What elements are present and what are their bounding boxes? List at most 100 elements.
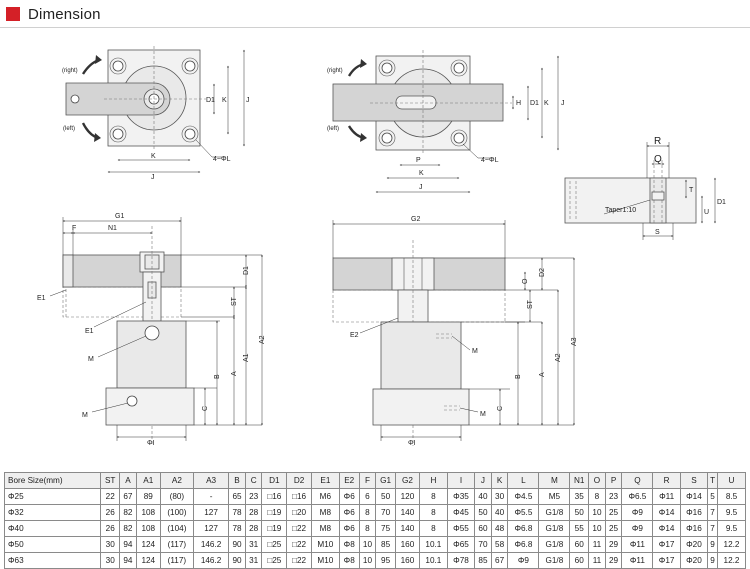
dim-holes-4L: 4~ΦL (481, 157, 499, 164)
header-divider (0, 27, 750, 28)
arm-section (564, 177, 697, 224)
table-cell: G1/8 (538, 520, 571, 537)
table-cell: 29 (604, 552, 623, 569)
rotation-left-label: (left) (63, 126, 75, 132)
side-view-right: G2 E2 M M D2 O ST A3 A2 A B C ΦI (332, 216, 578, 447)
table-cell: 30 (100, 552, 121, 569)
table-cell: □22 (286, 536, 312, 553)
column-header: A3 (192, 472, 230, 489)
table-cell: 70 (474, 536, 492, 553)
table-cell: Φ6.8 (507, 536, 540, 553)
table-cell: 108 (135, 504, 161, 521)
table-cell: 7 (707, 520, 719, 537)
plan-view-left: (right) (left) K J D1 K J 4~ΦL (62, 46, 250, 181)
table-cell: 23 (244, 488, 263, 505)
column-header: K (490, 472, 509, 489)
table-cell: 127 (192, 520, 230, 537)
column-header: R (652, 472, 681, 489)
table-cell: 85 (375, 536, 396, 553)
column-header: G2 (394, 472, 420, 489)
table-cell: 23 (604, 488, 623, 505)
table-cell: 65 (228, 488, 246, 505)
flange-base (372, 388, 470, 426)
table-cell: 40 (474, 488, 492, 505)
table-cell: M8 (310, 504, 340, 521)
table-cell: 60 (569, 552, 590, 569)
rotate-right-arrow-icon (81, 55, 102, 75)
table-cell: 140 (394, 520, 420, 537)
table-cell: 146.2 (192, 552, 230, 569)
table-cell: 50 (569, 504, 590, 521)
table-cell: Φ50 (3, 536, 102, 553)
table-cell: 9 (707, 536, 719, 553)
table-cell: M8 (310, 520, 340, 537)
table-cell: 12.2 (717, 552, 746, 569)
table-cell: Φ8 (338, 536, 360, 553)
dim-F: F (72, 225, 76, 232)
table-cell: (80) (159, 488, 194, 505)
table-cell: 89 (135, 488, 161, 505)
side-view-left: G1 F N1 E1 E1 M M D1 ST A2 A1 A B C (37, 213, 266, 447)
label-M-port-bottom: M (82, 412, 88, 419)
arm-slot (395, 95, 437, 110)
table-cell: 40 (490, 504, 509, 521)
taper-label: Taper1:10 (605, 207, 636, 214)
column-header: T (707, 472, 719, 489)
table-cell: 10.1 (418, 536, 448, 553)
table-cell: 120 (394, 488, 420, 505)
dim-G2: G2 (411, 216, 420, 223)
table-cell: M10 (310, 552, 340, 569)
table-cell: Φ6 (338, 520, 360, 537)
label-E2: E2 (350, 332, 359, 339)
table-cell: 6 (358, 488, 377, 505)
table-cell: - (192, 488, 230, 505)
cylinder-body (380, 321, 462, 390)
table-cell: □22 (286, 552, 312, 569)
dim-J-horizontal: J (419, 184, 423, 191)
rotate-right-arrow-icon (347, 59, 367, 77)
table-cell: 9.5 (717, 504, 746, 521)
label-M-port-bottom: M (480, 411, 486, 418)
column-header: J (474, 472, 492, 489)
table-cell: 70 (375, 504, 396, 521)
table-cell: Φ32 (3, 504, 102, 521)
column-header: C (244, 472, 263, 489)
dim-U: U (704, 209, 709, 216)
dim-D1: D1 (717, 199, 726, 206)
table-cell: 10 (358, 552, 377, 569)
table-cell: M10 (310, 536, 340, 553)
table-cell: Φ14 (652, 504, 681, 521)
dim-B: B (515, 374, 522, 379)
table-cell: 9.5 (717, 520, 746, 537)
table-cell: 30 (100, 536, 121, 553)
table-cell: □25 (261, 552, 288, 569)
table-cell: 25 (604, 520, 623, 537)
dim-K-horizontal: K (419, 170, 424, 177)
table-cell: 5 (707, 488, 719, 505)
dim-A3: A3 (571, 337, 578, 346)
table-cell: 48 (490, 520, 509, 537)
table-cell: 8.5 (717, 488, 746, 505)
dim-K-vertical: K (544, 100, 549, 107)
table-cell: 124 (135, 536, 161, 553)
table-cell: 8 (418, 504, 448, 521)
table-cell: Φ35 (446, 488, 476, 505)
table-cell: 90 (228, 536, 246, 553)
column-header: A2 (159, 472, 194, 489)
column-header: A1 (135, 472, 161, 489)
dim-A2: A2 (555, 353, 562, 362)
arm-detail-view: R Q T U D1 S Taper1:10 (564, 136, 726, 240)
column-header: N1 (569, 472, 590, 489)
table-cell: 58 (490, 536, 509, 553)
dimension-table: Bore Size(mm) ST A A1 A2 A3 B C D1 D2 E1… (3, 472, 746, 569)
table-cell: Φ17 (652, 536, 681, 553)
table-cell: Φ9 (507, 552, 540, 569)
rotate-left-arrow-icon (347, 125, 367, 142)
section-marker-icon (6, 7, 20, 21)
table-cell: 8 (418, 488, 448, 505)
table-cell: Φ8 (338, 552, 360, 569)
table-cell: Φ11 (621, 536, 654, 553)
column-header: F (358, 472, 377, 489)
column-header: O (588, 472, 606, 489)
